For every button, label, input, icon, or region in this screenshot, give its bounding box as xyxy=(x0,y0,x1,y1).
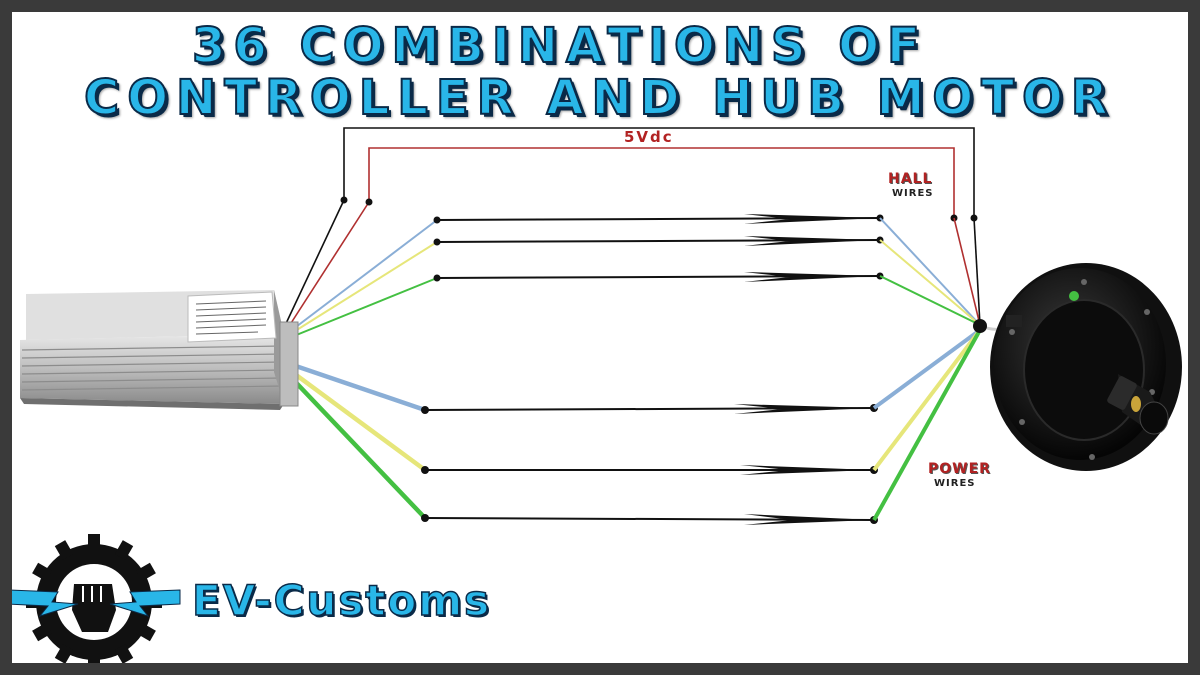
controller-box-icon xyxy=(20,290,299,410)
hall-label: HALL xyxy=(888,171,933,187)
motor-converging-wires xyxy=(872,217,1019,521)
hub-motor-icon xyxy=(990,263,1182,471)
brand-name: EV-Customs xyxy=(191,576,491,625)
red-loop-wire xyxy=(368,147,955,218)
title-line-1: 36 combinations of xyxy=(191,18,928,74)
power-label: POWER xyxy=(928,461,991,477)
power-wires-label: WIRES xyxy=(934,478,976,489)
wiring-diagram xyxy=(12,127,1182,663)
junction-dot xyxy=(973,319,987,333)
hall-wires-label: WIRES xyxy=(892,188,934,199)
endpoint-dots xyxy=(340,196,978,524)
controller-fan-wires xyxy=(281,199,438,520)
gear-fist-logo-icon xyxy=(12,534,181,663)
voltage-label: 5Vdc xyxy=(624,128,674,146)
power-arrow-links xyxy=(424,404,875,525)
diagram-frame: 36 combinations of controller and hub mo… xyxy=(12,12,1188,663)
five-volt-loop xyxy=(343,127,975,218)
black-loop-wire xyxy=(343,127,975,218)
hall-arrow-links xyxy=(436,214,881,282)
title-line-2: controller and hub motor xyxy=(83,70,1116,126)
